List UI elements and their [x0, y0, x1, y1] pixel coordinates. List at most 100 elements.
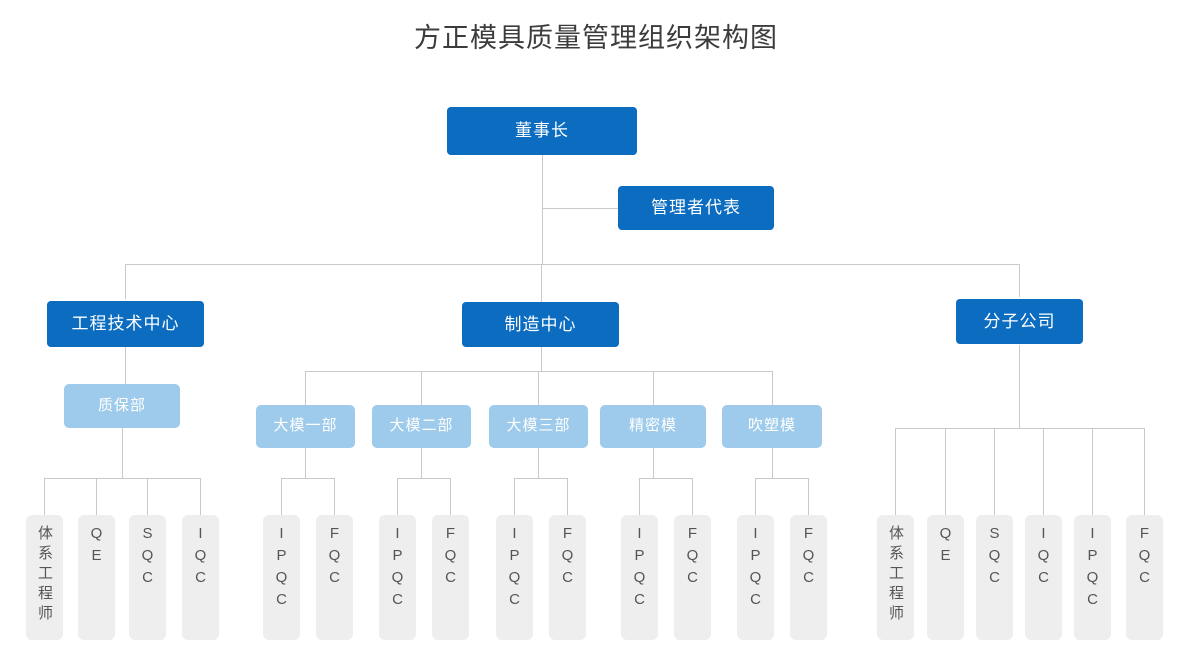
connector-to-subsidiary	[1019, 264, 1020, 297]
connector-qa-leaf-2	[96, 478, 97, 515]
leaf-mfg-role-7[interactable]: IPQC	[621, 515, 658, 640]
connector-qa-leaf-4	[200, 478, 201, 515]
connector-dept3-spine	[538, 448, 539, 478]
leaf-label: FQC	[442, 525, 459, 591]
leaf-qa-role-3[interactable]: SQC	[129, 515, 166, 640]
connector-sub-leaf-1	[895, 428, 896, 515]
leaf-mfg-role-9[interactable]: IPQC	[737, 515, 774, 640]
connector-dept3-bus	[514, 478, 567, 479]
leaf-label: IPQC	[273, 525, 290, 613]
leaf-qa-role-2[interactable]: QE	[78, 515, 115, 640]
node-mfg-dept-1[interactable]: 大模一部	[256, 405, 355, 448]
leaf-label: SQC	[986, 525, 1003, 591]
leaf-label: IPQC	[747, 525, 764, 613]
leaf-qa-role-4[interactable]: IQC	[182, 515, 219, 640]
connector-qa-spine	[122, 428, 123, 478]
node-management-representative[interactable]: 管理者代表	[618, 186, 774, 230]
connector-to-manufacturing	[541, 264, 542, 302]
leaf-mfg-role-4[interactable]: FQC	[432, 515, 469, 640]
leaf-label: 体系工程师	[887, 525, 904, 625]
page-title: 方正模具质量管理组织架构图	[414, 23, 778, 53]
connector-mfg-dept-4	[653, 371, 654, 406]
connector-qa-leaf-1	[44, 478, 45, 515]
leaf-label: 体系工程师	[36, 525, 53, 625]
leaf-subsidiary-role-2[interactable]: QE	[927, 515, 964, 640]
connector-sub-leaf-5	[1092, 428, 1093, 515]
leaf-subsidiary-role-5[interactable]: IPQC	[1074, 515, 1111, 640]
connector-dept5-leaf-b	[808, 478, 809, 515]
connector-mfg-dept-2	[421, 371, 422, 406]
node-mfg-dept-5[interactable]: 吹塑模	[722, 405, 822, 448]
leaf-label: SQC	[139, 525, 156, 591]
connector-dept2-leaf-a	[397, 478, 398, 515]
connector-mfg-dept-3	[538, 371, 539, 406]
connector-management-rep	[542, 208, 619, 209]
node-subsidiary-company[interactable]: 分子公司	[956, 299, 1083, 344]
leaf-subsidiary-role-6[interactable]: FQC	[1126, 515, 1163, 640]
connector-dept5-spine	[772, 448, 773, 478]
node-manufacturing-center[interactable]: 制造中心	[462, 302, 619, 347]
leaf-subsidiary-role-1[interactable]: 体系工程师	[877, 515, 914, 640]
leaf-mfg-role-6[interactable]: FQC	[549, 515, 586, 640]
connector-dept1-bus	[281, 478, 334, 479]
leaf-label: IPQC	[631, 525, 648, 613]
connector-sub-leaf-4	[1043, 428, 1044, 515]
leaf-label: IPQC	[506, 525, 523, 613]
leaf-label: QE	[937, 525, 954, 569]
leaf-label: FQC	[800, 525, 817, 591]
connector-sub-leaf-3	[994, 428, 995, 515]
connector-to-engineering	[125, 264, 126, 299]
node-mfg-dept-3[interactable]: 大模三部	[489, 405, 588, 448]
connector-qa-leaf-3	[147, 478, 148, 515]
connector-subsidiary-bus	[895, 428, 1144, 429]
connector-dept1-spine	[305, 448, 306, 478]
leaf-subsidiary-role-4[interactable]: IQC	[1025, 515, 1062, 640]
connector-subsidiary-spine	[1019, 345, 1020, 428]
leaf-label: IPQC	[1084, 525, 1101, 613]
connector-manufacturing-spine	[541, 347, 542, 371]
leaf-label: FQC	[1136, 525, 1153, 591]
leaf-mfg-role-1[interactable]: IPQC	[263, 515, 300, 640]
leaf-label: IQC	[1035, 525, 1052, 591]
leaf-qa-role-1[interactable]: 体系工程师	[26, 515, 63, 640]
node-mfg-dept-2[interactable]: 大模二部	[372, 405, 471, 448]
node-chairman[interactable]: 董事长	[447, 107, 637, 155]
connector-mfg-dept-1	[305, 371, 306, 406]
connector-manufacturing-bus	[305, 371, 773, 372]
leaf-mfg-role-8[interactable]: FQC	[674, 515, 711, 640]
connector-dept4-leaf-b	[692, 478, 693, 515]
node-quality-assurance-dept[interactable]: 质保部	[64, 384, 180, 428]
connector-engineering-qa	[125, 347, 126, 384]
leaf-label: IQC	[192, 525, 209, 591]
connector-dept4-bus	[639, 478, 692, 479]
connector-dept5-bus	[755, 478, 808, 479]
connector-dept3-leaf-a	[514, 478, 515, 515]
leaf-label: FQC	[684, 525, 701, 591]
connector-sub-leaf-6	[1144, 428, 1145, 515]
connector-dept3-leaf-b	[567, 478, 568, 515]
leaf-subsidiary-role-3[interactable]: SQC	[976, 515, 1013, 640]
connector-sub-leaf-2	[945, 428, 946, 515]
connector-dept2-spine	[421, 448, 422, 478]
leaf-mfg-role-2[interactable]: FQC	[316, 515, 353, 640]
connector-dept2-bus	[397, 478, 450, 479]
leaf-mfg-role-3[interactable]: IPQC	[379, 515, 416, 640]
leaf-mfg-role-10[interactable]: FQC	[790, 515, 827, 640]
connector-mfg-dept-5	[772, 371, 773, 406]
connector-dept1-leaf-b	[334, 478, 335, 515]
leaf-mfg-role-5[interactable]: IPQC	[496, 515, 533, 640]
leaf-label: FQC	[326, 525, 343, 591]
connector-qa-bus	[44, 478, 201, 479]
leaf-label: IPQC	[389, 525, 406, 613]
leaf-label: QE	[88, 525, 105, 569]
connector-dept5-leaf-a	[755, 478, 756, 515]
connector-chairman-spine	[542, 155, 543, 265]
connector-dept4-spine	[653, 448, 654, 478]
node-mfg-dept-4[interactable]: 精密模	[600, 405, 706, 448]
connector-dept2-leaf-b	[450, 478, 451, 515]
node-engineering-center[interactable]: 工程技术中心	[47, 301, 204, 347]
leaf-label: FQC	[559, 525, 576, 591]
connector-dept1-leaf-a	[281, 478, 282, 515]
connector-main-bus	[125, 264, 1019, 265]
